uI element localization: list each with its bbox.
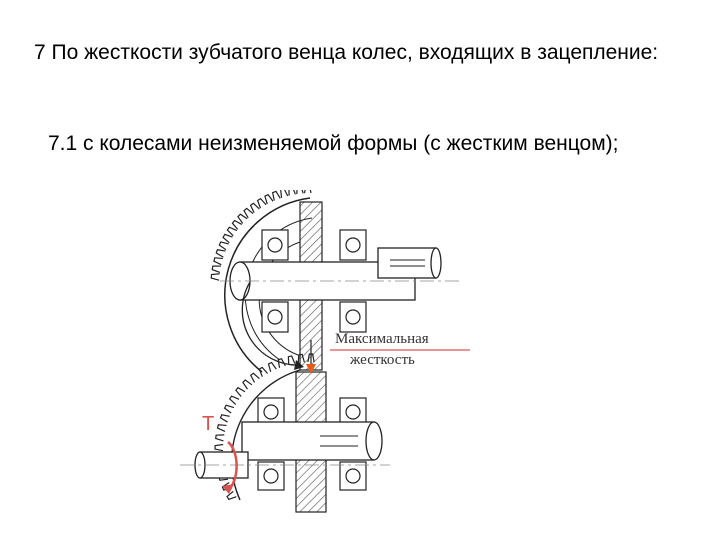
lower-gear-teeth	[214, 353, 315, 501]
gear-tooth	[258, 366, 269, 377]
gear-tooth	[243, 207, 254, 219]
gear-tooth	[249, 202, 260, 213]
gear-tooth	[280, 190, 289, 198]
gear-tooth	[215, 249, 226, 258]
gear-tooth	[297, 353, 305, 363]
gear-tooth	[226, 226, 238, 237]
gear-tooth	[223, 404, 235, 414]
gear-tooth	[264, 193, 274, 205]
gear-tooth	[288, 190, 296, 196]
gear-tooth	[271, 190, 281, 201]
gear-tooth	[226, 490, 237, 501]
upper-bearings	[261, 229, 367, 333]
gear-tooth	[277, 357, 286, 368]
gear-tooth	[303, 190, 312, 194]
mesh-force-arrow	[306, 340, 316, 374]
gear-tooth	[222, 233, 233, 244]
gear-tooth	[211, 265, 221, 273]
gear-mesh-diagram: T Максимальная жесткость	[180, 190, 480, 520]
annotation-line-1: Максимальная	[335, 331, 429, 347]
gear-tooth	[242, 379, 253, 390]
slide-heading: 7 По жесткости зубчатого венца колес, вх…	[34, 41, 659, 64]
lower-shaft	[180, 421, 390, 479]
gear-tooth	[214, 443, 224, 452]
gear-tooth	[231, 219, 243, 230]
gear-tooth	[213, 257, 223, 266]
gear-tooth	[210, 273, 220, 281]
gear-tooth	[296, 190, 304, 195]
torque-label: T	[202, 413, 214, 435]
annotation-line-2: жесткость	[349, 352, 415, 368]
gear-tooth	[235, 386, 246, 397]
gear-tooth	[215, 434, 225, 442]
slide-subheading: 7.1 с колесами неизменяемой формы (с жес…	[48, 132, 619, 155]
gear-tooth	[237, 213, 248, 224]
gear-tooth	[267, 361, 277, 372]
rotation-arrow	[241, 281, 304, 370]
gear-tooth	[228, 395, 240, 405]
gear-tooth	[249, 372, 260, 383]
gear-tooth	[256, 197, 267, 209]
gear-tooth	[287, 355, 296, 365]
torque-arrow	[222, 441, 238, 494]
gear-tooth	[218, 241, 229, 251]
gear-tooth	[216, 424, 227, 432]
lower-bearings	[257, 397, 367, 491]
upper-shaft	[220, 247, 460, 301]
gear-tooth	[219, 414, 230, 423]
upper-gear-teeth	[210, 190, 312, 281]
